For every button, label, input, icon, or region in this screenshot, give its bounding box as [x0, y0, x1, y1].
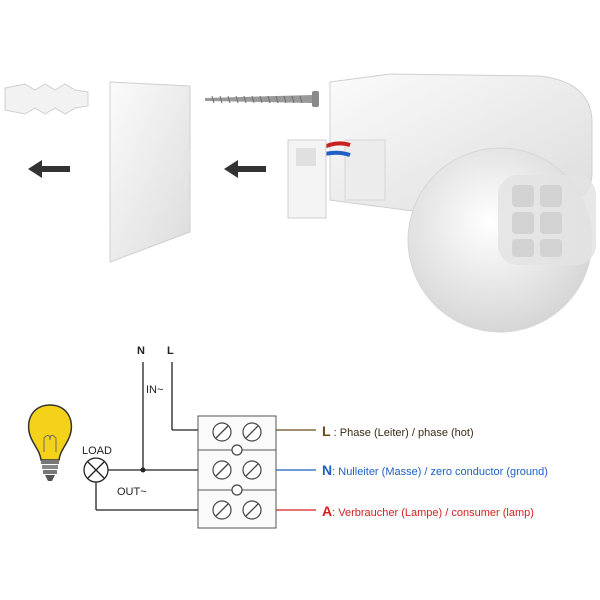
arrow-left-icon — [224, 160, 266, 178]
legend-separator: : — [330, 427, 340, 439]
legend-letter: A — [322, 503, 333, 519]
legend-row-phase: L : Phase (Leiter) / phase (hot) — [322, 423, 474, 439]
phase-terminal-label: L — [167, 345, 174, 357]
load-label: LOAD — [82, 445, 112, 457]
terminal-block — [197, 415, 277, 529]
load-lamp-symbol — [83, 457, 109, 483]
light-bulb-icon — [27, 404, 73, 481]
legend-separator: : — [332, 466, 339, 478]
neutral-terminal-label: N — [137, 345, 145, 357]
input-label: IN~ — [146, 384, 164, 396]
legend-letter: L — [322, 423, 331, 439]
motion-sensor — [287, 73, 596, 333]
wall-plug — [4, 83, 89, 115]
arrow-left-icon — [28, 160, 70, 178]
legend-row-neutral: N: Nulleiter (Masse) / zero conductor (g… — [322, 462, 548, 478]
legend-letter: N — [322, 462, 333, 478]
legend-row-consumer: A: Verbraucher (Lampe) / consumer (lamp) — [322, 503, 534, 519]
screw — [205, 91, 319, 107]
legend-text: Phase (Leiter) / phase (hot) — [339, 427, 474, 439]
legend-separator: : — [332, 507, 339, 519]
output-label: OUT~ — [117, 486, 147, 498]
legend-text: Verbraucher (Lampe) / consumer (lamp) — [338, 507, 534, 519]
mounting-plate — [109, 81, 191, 263]
legend-text: Nulleiter (Masse) / zero conductor (grou… — [338, 466, 548, 478]
wiring-diagram — [95, 362, 316, 511]
